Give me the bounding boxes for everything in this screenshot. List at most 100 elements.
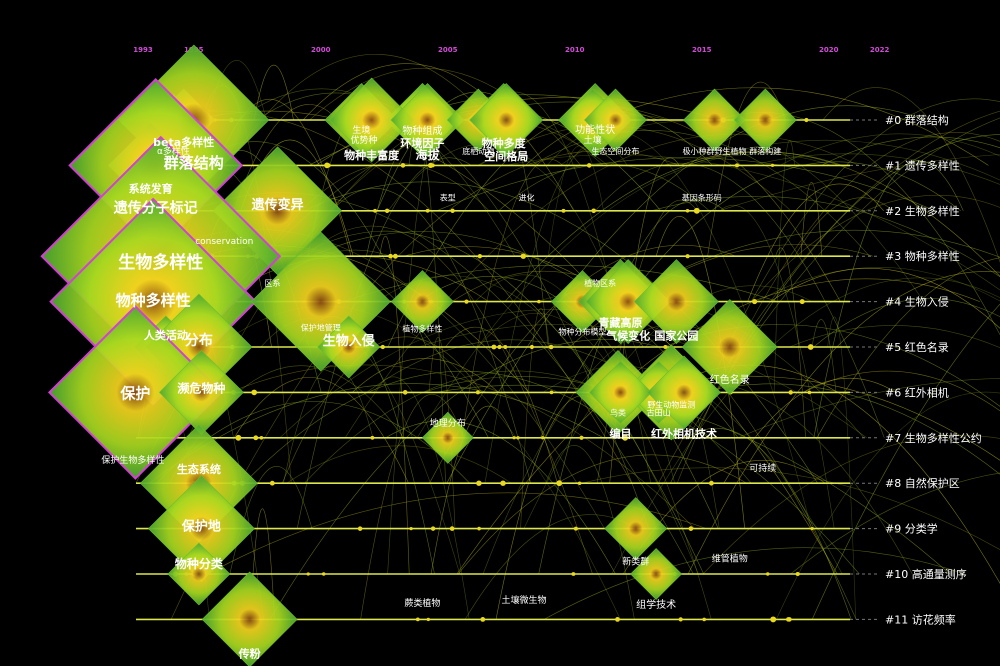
citation-arc — [776, 391, 1000, 620]
keyword-label: 人类活动 — [144, 328, 188, 342]
keyword-dot — [807, 390, 812, 395]
citation-arc — [707, 81, 786, 257]
citation-arc — [302, 63, 575, 211]
keyword-label: 生态空间分布 — [591, 146, 639, 156]
keyword-dot — [425, 208, 430, 213]
year-label: 2005 — [438, 46, 458, 54]
citation-arc — [816, 257, 1000, 438]
keyword-label: 物种分布模型 — [558, 327, 606, 337]
keyword-labels: beta多样性α多样性群落结构系统发育遗传分子标记遗传变异conservatio… — [101, 123, 781, 660]
keyword-dot — [549, 390, 554, 395]
keyword-dot — [476, 480, 482, 486]
citation-arc — [430, 405, 514, 575]
cluster-label: #8 自然保护区 — [885, 476, 960, 490]
citation-arc — [243, 371, 632, 484]
keyword-dot — [577, 481, 582, 485]
keyword-label: 土壤 — [584, 134, 602, 146]
keyword-node — [317, 315, 381, 379]
keyword-node — [647, 355, 721, 430]
keyword-node — [390, 270, 454, 334]
keyword-label: 物种组成 — [402, 124, 442, 137]
citation-arc — [756, 267, 1000, 302]
cluster-label: #0 群落结构 — [885, 113, 949, 127]
citation-arc — [794, 197, 894, 257]
citation-arc — [790, 472, 1000, 575]
keyword-dot — [427, 162, 434, 169]
keyword-label: beta多样性 — [153, 135, 214, 149]
keyword-dot — [541, 436, 545, 440]
keyword-node — [733, 88, 797, 152]
keyword-dot — [497, 344, 502, 350]
keyword-label: 编目 — [610, 426, 632, 440]
year-label: 2022 — [870, 46, 890, 54]
keyword-dot — [571, 572, 576, 576]
citation-arc — [545, 445, 635, 620]
keyword-label: 群落构建 — [749, 146, 781, 156]
keyword-label: 地理分布 — [430, 417, 466, 429]
keyword-dot — [251, 389, 258, 396]
citation-arc — [547, 145, 604, 257]
citation-arc — [543, 547, 965, 620]
citation-arc — [611, 277, 1000, 575]
keyword-dot — [253, 435, 259, 441]
citation-arc — [445, 327, 558, 484]
keyword-label: 植物区系 — [584, 278, 616, 288]
citation-arc — [233, 377, 409, 484]
keyword-label: 进化 — [519, 192, 535, 202]
citation-arc — [789, 325, 1000, 349]
keyword-dot — [503, 345, 508, 349]
citation-arc — [475, 274, 626, 393]
citation-arc — [187, 119, 609, 438]
keyword-dot — [752, 299, 758, 305]
citation-arc — [436, 157, 936, 212]
citation-arc — [498, 163, 710, 212]
citation-arc — [655, 215, 745, 529]
keyword-label: 海拔 — [415, 147, 440, 162]
citation-arc — [304, 370, 608, 484]
citation-arc — [309, 67, 581, 166]
keyword-dot — [259, 435, 264, 440]
keyword-dot — [450, 208, 455, 213]
citation-arc — [751, 153, 1000, 185]
keyword-label: 群落结构 — [164, 154, 224, 172]
keyword-label: 空间格局 — [484, 149, 528, 163]
keyword-dot — [766, 572, 770, 576]
citation-arc — [418, 324, 867, 439]
keyword-label: 物种分类 — [175, 556, 224, 571]
keyword-node — [584, 88, 647, 152]
keyword-label: 分布 — [185, 332, 213, 349]
keyword-label: 遗传变异 — [251, 197, 304, 213]
keyword-dot — [512, 436, 516, 440]
keyword-node — [390, 83, 465, 157]
keyword-label: 可持续 — [749, 462, 776, 474]
citation-arc — [525, 114, 841, 302]
citation-arc — [461, 159, 563, 438]
keyword-dot — [477, 526, 481, 531]
keyword-dot — [678, 617, 683, 622]
citation-arc — [702, 435, 1000, 575]
keyword-dot — [807, 344, 814, 350]
keyword-label: 极小种群野生植物 — [683, 146, 747, 156]
citation-arc — [773, 140, 795, 393]
keyword-node — [167, 542, 231, 606]
keyword-dot — [688, 526, 694, 531]
keyword-dot — [770, 616, 777, 623]
keyword-dot — [480, 616, 486, 622]
citation-arc — [679, 151, 1000, 277]
keyword-dot — [324, 162, 330, 169]
keyword-dot — [591, 208, 597, 214]
citation-arc — [505, 154, 1000, 291]
citation-arc — [304, 181, 818, 484]
keyword-label: 保护地 — [181, 519, 221, 535]
keyword-label: 维管植物 — [712, 553, 748, 565]
keyword-dot — [415, 617, 420, 622]
keyword-dot — [770, 163, 775, 168]
citation-arc — [286, 445, 512, 484]
citation-arc — [750, 194, 1000, 302]
keyword-dot — [708, 480, 714, 486]
citation-arc — [770, 267, 1000, 329]
keyword-label: 古田山 — [647, 407, 671, 417]
keyword-dot — [426, 617, 430, 622]
keyword-dot — [384, 208, 390, 214]
keyword-label: 优势种 — [350, 134, 377, 146]
